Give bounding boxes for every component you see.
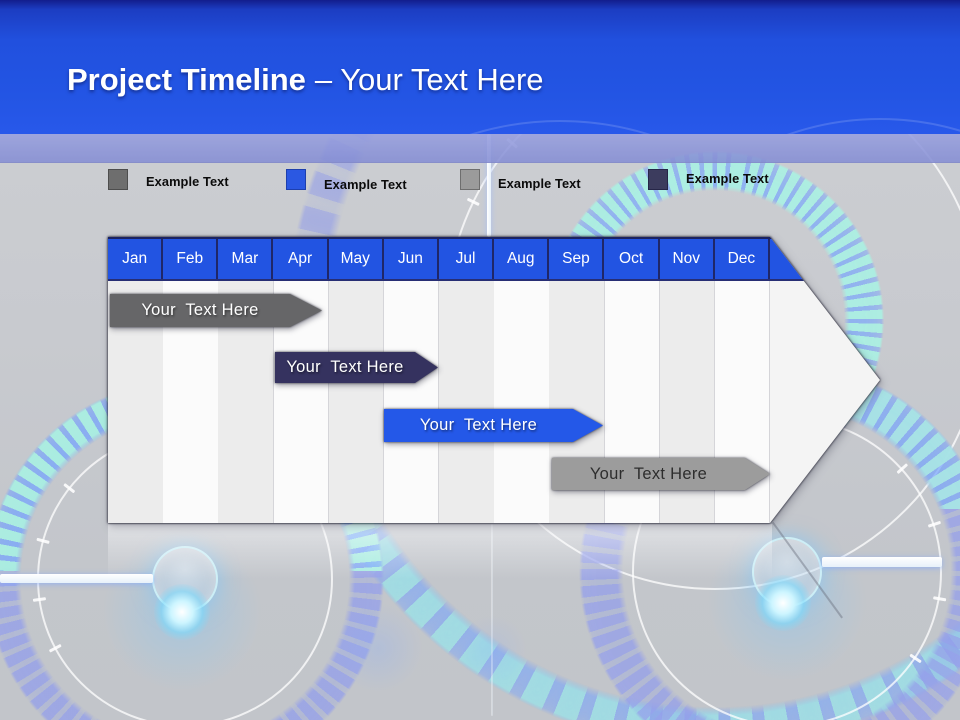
timeline-bar-label: Your Text Here: [589, 464, 708, 483]
month-column: [494, 237, 550, 523]
timeline-bar-shape: Your Text Here: [110, 294, 322, 327]
timeline-bar-shape: Your Text Here: [275, 352, 438, 383]
month-header-cell: Dec: [715, 239, 770, 279]
timeline-bar-label: Your Text Here: [286, 358, 404, 376]
legend-label: Example Text: [686, 171, 769, 186]
gauge-left-needle-icon: [0, 574, 153, 583]
month-header-cell: Apr: [274, 239, 329, 279]
timeline-bar: Your Text Here: [275, 352, 438, 383]
bottom-glow-center: [457, 615, 527, 685]
legend-label: Example Text: [324, 177, 407, 192]
timeline-bar-label: Your Text Here: [141, 301, 259, 319]
gauge-right-glow-dot-icon: [755, 575, 811, 631]
title-bar: Project Timeline– Your Text Here: [0, 0, 960, 134]
month-header-cell: Nov: [660, 239, 715, 279]
gauge-top-needle-reflection-icon: [491, 524, 493, 716]
band-arc-icon: [600, 118, 960, 134]
gauge-left-glow-dot-icon: [154, 584, 210, 640]
month-column: [163, 237, 219, 523]
month-header-cell: Oct: [605, 239, 660, 279]
legend-label: Example Text: [498, 176, 581, 191]
legend-swatch: [108, 169, 128, 190]
month-header-cell: Jan: [108, 239, 164, 279]
month-column: [218, 237, 274, 523]
legend-label: Example Text: [146, 174, 229, 189]
gauge-right-needle-icon: [822, 557, 942, 567]
legend-swatch: [648, 169, 668, 190]
timeline-bar-label: Your Text Here: [419, 416, 538, 434]
month-header-cell: Sep: [549, 239, 605, 279]
timeline-bar: Your Text Here: [384, 409, 603, 442]
month-header-cell: Mar: [218, 239, 274, 279]
slide-title: Project Timeline– Your Text Here: [67, 58, 544, 102]
legend-swatch: [286, 169, 306, 190]
month-header-cell: Aug: [494, 239, 550, 279]
month-header-cell: Jul: [439, 239, 495, 279]
month-header-cell: May: [329, 239, 384, 279]
month-column: [108, 237, 164, 523]
table-reflection: [108, 524, 772, 579]
month-header-cell: Jun: [384, 239, 439, 279]
title-sub: – Your Text Here: [314, 62, 544, 97]
legend-swatch: [460, 169, 480, 190]
timeline-bar: Your Text Here: [110, 294, 322, 327]
timeline-bar: Your Text Here: [552, 458, 770, 490]
month-header-cell: Feb: [163, 239, 219, 279]
timeline-bar-shape: Your Text Here: [552, 458, 770, 490]
title-main: Project Timeline: [67, 62, 306, 97]
bottom-glow-left: [333, 603, 423, 693]
gauge-top-needle-icon: [487, 134, 491, 237]
band-arc-icon: [260, 120, 860, 134]
timeline-bar-shape: Your Text Here: [384, 409, 603, 442]
accent-strip: [0, 134, 960, 163]
